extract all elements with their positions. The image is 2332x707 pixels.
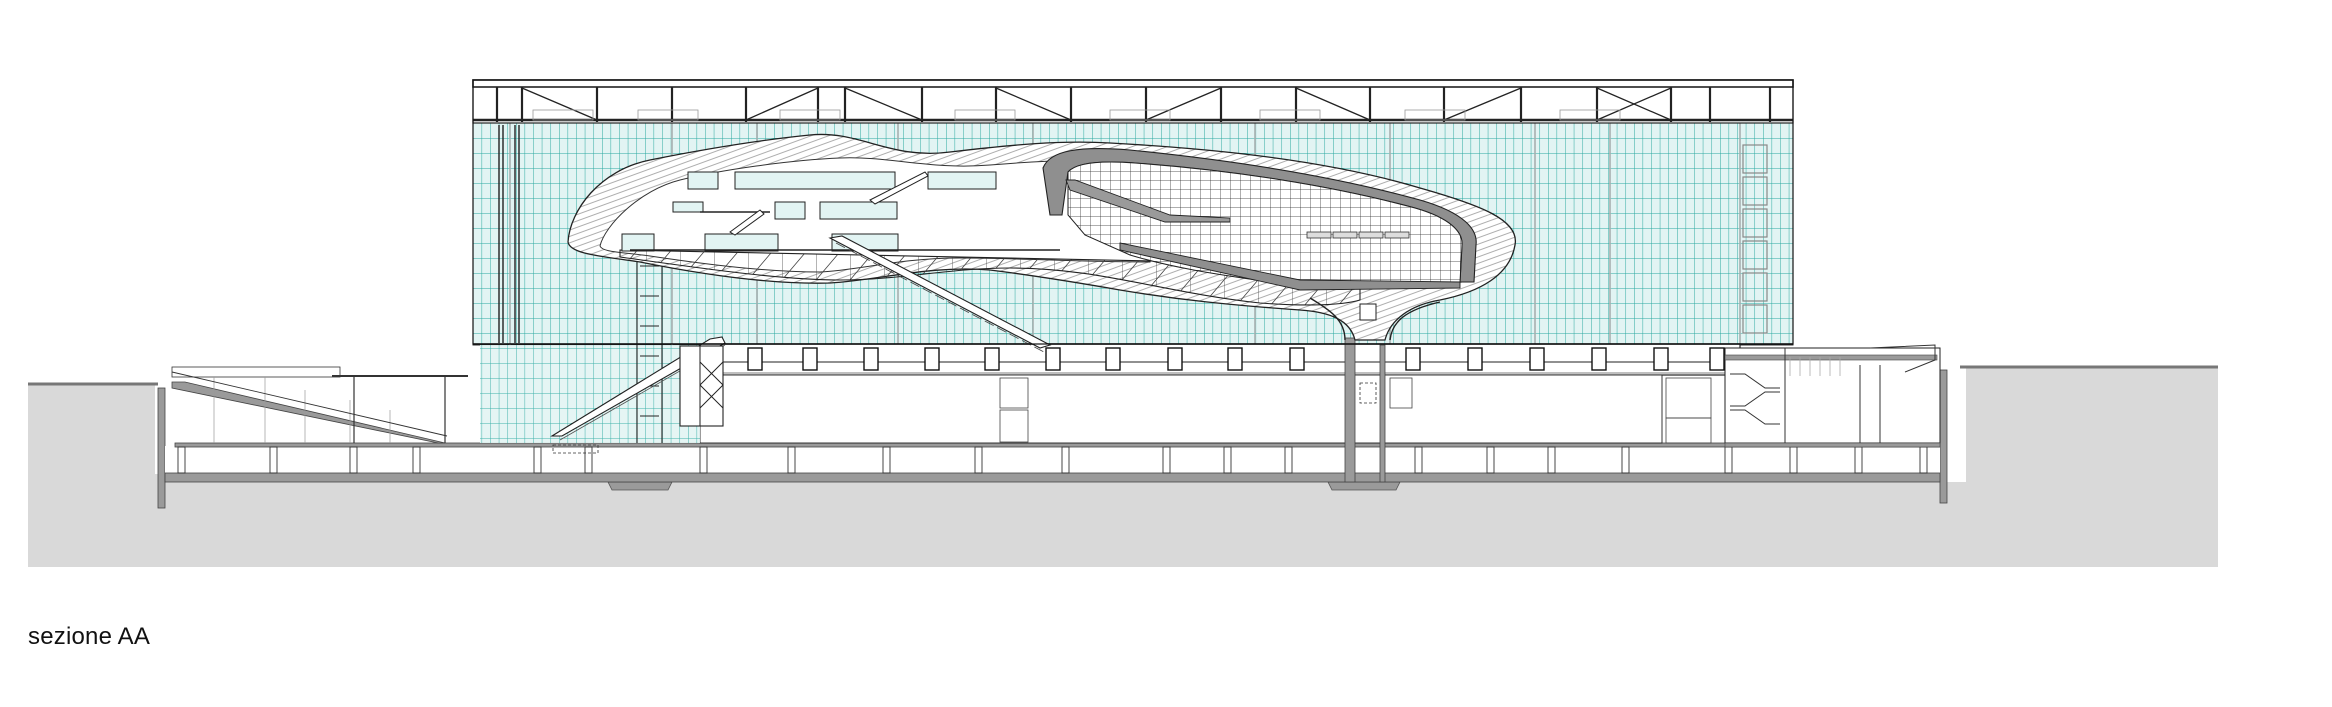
- footing-left: [607, 481, 673, 491]
- stair-tower: [636, 250, 663, 443]
- cloud-support-legs: [1309, 297, 1441, 341]
- roof-truss: [472, 79, 1794, 124]
- drawing-title: sezione AA: [28, 623, 151, 650]
- entrance-left-zone: [480, 345, 700, 443]
- foyer-interior: [699, 374, 1663, 444]
- right-service-block: [1724, 344, 1941, 448]
- central-core: [1344, 337, 1386, 483]
- escalator-cloud-to-plaza: [828, 235, 1052, 353]
- ramp-railing-top: [171, 366, 341, 378]
- building-outline: [472, 79, 1794, 345]
- ramp-handrail: [171, 371, 448, 437]
- basement-interior: [165, 446, 1940, 473]
- plaza-slab: [174, 442, 1941, 448]
- footing-center: [1327, 481, 1401, 491]
- basement-slab: [164, 472, 1941, 483]
- retaining-wall-right: [1939, 369, 1948, 504]
- plant-box: [1359, 303, 1377, 321]
- cloud-structure: [567, 133, 1516, 353]
- basement-level: [164, 442, 1941, 483]
- cloud-floors: [621, 171, 997, 252]
- stage-panels: [1306, 231, 1410, 239]
- ground-left: [28, 367, 2218, 567]
- escalator-lower: [550, 336, 726, 454]
- plaza-transfer-beam: [699, 343, 1741, 376]
- auditorium-stalls: [1119, 242, 1461, 291]
- basement-columns: [177, 446, 1928, 474]
- entrance-ramp: [171, 366, 468, 444]
- auditorium-balcony: [1065, 179, 1231, 223]
- cloud-escalators: [729, 171, 929, 236]
- facade-tower-left: [498, 125, 520, 343]
- facade-tower-right: [1742, 144, 1768, 334]
- ramp-slab: [171, 381, 446, 444]
- retaining-wall-left: [157, 387, 166, 509]
